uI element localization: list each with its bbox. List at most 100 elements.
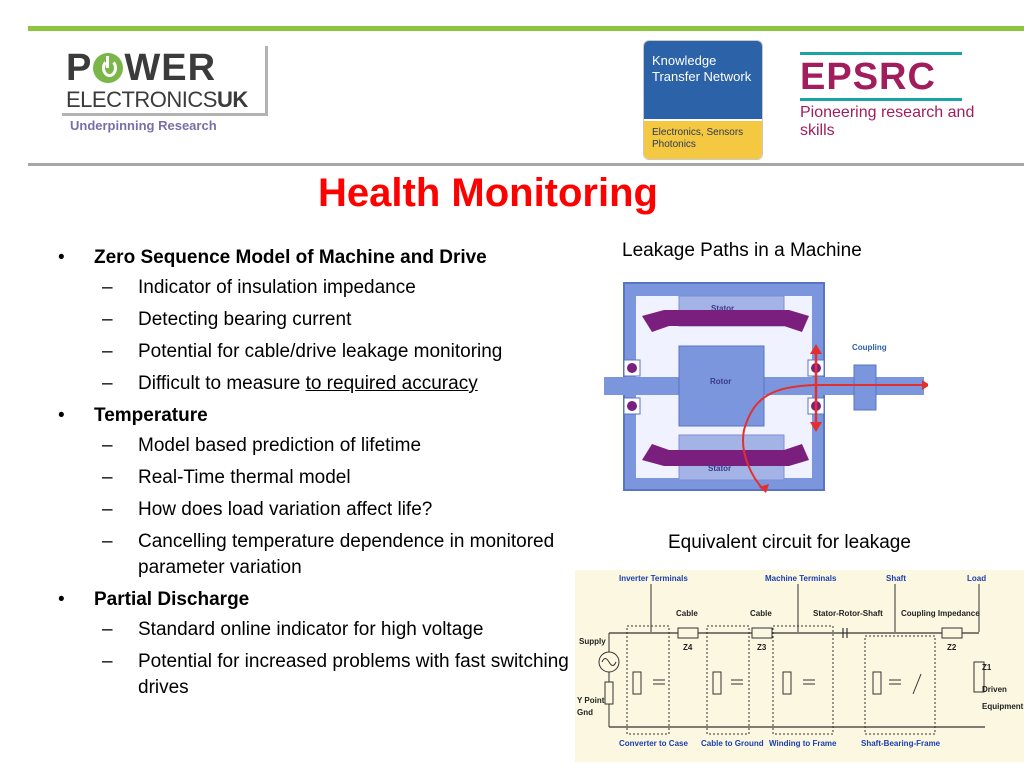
resistor <box>782 671 792 695</box>
dash-icon: – <box>102 499 113 520</box>
sub-bullet-item: – Model based prediction of lifetime <box>58 433 578 459</box>
bullet-dot-icon: • <box>58 247 65 268</box>
logo-electronics-text: ELECTRONICSUK <box>66 87 248 112</box>
logo-tagline: Underpinning Research <box>70 118 217 133</box>
bullet-dot-icon: • <box>58 589 65 610</box>
equivalent-circuit-diagram: Inverter Terminals Machine Terminals Sha… <box>575 570 1024 762</box>
dash-icon: – <box>102 467 113 488</box>
dash-icon: – <box>102 277 113 298</box>
z1-impedance <box>973 661 985 693</box>
epsrc-bottom-rule <box>800 98 962 101</box>
bullet-dot-icon: • <box>58 405 65 426</box>
sub-bullet-text: Cancelling temperature dependence in mon… <box>138 531 555 578</box>
sub-bullet-item: –How does load variation affect life? <box>58 497 578 523</box>
sub-bullet-text: Model based prediction of lifetime <box>138 435 422 456</box>
resistor <box>872 671 882 695</box>
sub-bullet-text: Detecting bearing current <box>138 309 352 330</box>
ktn-subtitle: Electronics, Sensors Photonics <box>652 127 744 150</box>
sub-bullet-item: – Standard online indicator for high volt… <box>58 617 578 643</box>
sub-bullet-text: Indicator of insulation impedance <box>138 277 416 298</box>
sub-bullet-item: – Potential for cable/drive leakage monit… <box>58 339 578 365</box>
arrowhead-down-icon <box>810 422 822 432</box>
shaft-bearing-frame-label: Shaft-Bearing-Frame <box>861 739 941 748</box>
ktn-title: Knowledge Transfer Network <box>652 53 752 84</box>
cable-label: Cable <box>676 609 698 618</box>
sub-bullet-text: Potential for cable/drive leakage monito… <box>138 341 503 362</box>
bullet-item: • Zero Sequence Model of Machine and Driv… <box>58 245 578 271</box>
shaft-label: Shaft <box>886 574 906 583</box>
resistor <box>712 671 722 695</box>
arrowhead-icon <box>759 484 769 493</box>
sine-wave <box>601 658 617 666</box>
cable-to-ground-label: Cable to Ground <box>701 739 764 748</box>
bearing-ball <box>627 401 637 411</box>
inverter-terminals-label: Inverter Terminals <box>619 574 688 583</box>
stator-top-label: Stator <box>711 304 734 313</box>
stator-bottom-label: Stator <box>708 464 731 473</box>
epsrc-tagline: Pioneering research and skills <box>800 104 975 139</box>
logo-frame <box>62 46 268 116</box>
winding-top <box>642 310 809 332</box>
stator-rotor-shaft-label: Stator-Rotor-Shaft <box>813 609 883 618</box>
sub-bullet-item: – Real-Time thermal model <box>58 465 578 491</box>
dash-icon: – <box>102 373 113 394</box>
power-button-icon <box>93 53 124 83</box>
sub-bullet-item: – Cancelling temperature dependence in mo… <box>58 529 578 581</box>
top-accent-bar <box>28 26 1024 31</box>
ktn-logo: Knowledge Transfer Network Electronics, … <box>643 40 763 160</box>
dash-icon: – <box>102 531 113 552</box>
sub-bullet-text: Real-Time thermal model <box>138 467 351 488</box>
bearing-ball <box>627 363 637 373</box>
bullet-label: Partial Discharge <box>94 589 250 610</box>
resistor <box>632 671 642 695</box>
sub-bullet-text: Difficult to measure to required accurac… <box>138 373 478 394</box>
winding-bottom <box>642 444 809 466</box>
sub-bullet-item: – Potential for increased problems with f… <box>58 649 578 701</box>
load-label: Load <box>967 574 986 583</box>
arrowhead-icon <box>922 380 928 390</box>
underlined-phrase: to required accuracy <box>305 373 478 394</box>
supply-label: Supply <box>579 637 606 646</box>
circuit-caption: Equivalent circuit for leakage <box>668 532 911 553</box>
bullet-list: • Zero Sequence Model of Machine and Driv… <box>58 245 578 707</box>
winding-frame-box <box>772 625 834 735</box>
y-point-label: Y Point <box>577 696 605 705</box>
machine-leakage-diagram: Stator Rotor Coupling Stator <box>604 282 928 493</box>
ktn-yellow-panel: Electronics, Sensors Photonics <box>644 121 762 159</box>
rotor-block <box>678 345 765 427</box>
dash-icon: – <box>102 435 113 456</box>
z4-impedance <box>677 627 699 639</box>
dash-icon: – <box>102 651 113 672</box>
dash-icon: – <box>102 341 113 362</box>
coupling-label: Coupling <box>852 343 887 352</box>
sub-bullet-item: – Detecting bearing current <box>58 307 578 333</box>
bullet-item: • Partial Discharge <box>58 587 578 613</box>
equipment-label: Equipment <box>982 702 1024 711</box>
cable-ground-box <box>706 625 750 735</box>
converter-to-case-label: Converter to Case <box>619 739 688 748</box>
circuit-background <box>575 570 1024 762</box>
sub-bullet-text: Standard online indicator for high volta… <box>138 619 484 640</box>
leakage-path-arrow <box>742 384 922 491</box>
supply-impedance <box>604 681 614 705</box>
z2-impedance <box>941 627 963 639</box>
bullet-label: Zero Sequence Model of Machine and Drive <box>94 247 487 268</box>
z1-label: Z1 <box>982 663 992 672</box>
rotor-label: Rotor <box>710 377 731 386</box>
slide-title: Health Monitoring <box>318 171 658 215</box>
dash-icon: – <box>102 619 113 640</box>
leakage-caption: Leakage Paths in a Machine <box>622 240 862 261</box>
sub-bullet-item: – Difficult to measure to required accura… <box>58 371 578 397</box>
z4-label: Z4 <box>683 643 693 652</box>
sub-bullet-text: Potential for increased problems with fa… <box>138 651 569 698</box>
bullet-label: Temperature <box>94 405 208 426</box>
bullet-item: • Temperature <box>58 403 578 429</box>
switch-icon <box>912 673 922 695</box>
dash-icon: – <box>102 309 113 330</box>
arrowhead-up-icon <box>810 344 822 354</box>
coupling-block <box>853 364 877 411</box>
z3-label: Z3 <box>757 643 767 652</box>
epsrc-logo: EPSRC Pioneering research and skills <box>800 52 980 142</box>
cable-label: Cable <box>750 609 772 618</box>
